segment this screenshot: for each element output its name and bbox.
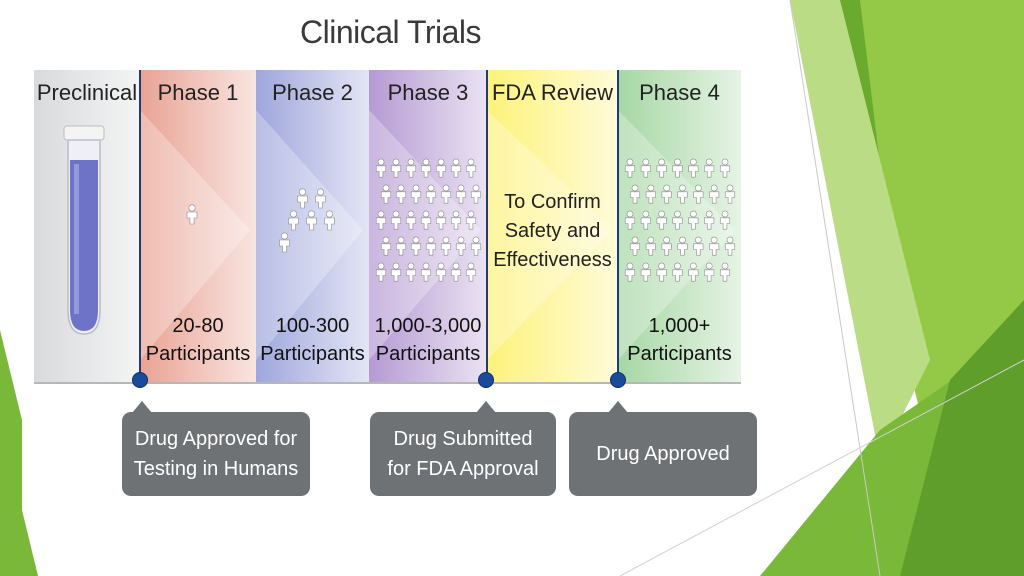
- test-tube-icon: [63, 125, 105, 335]
- participant-count: 1,000+ Participants: [627, 315, 732, 365]
- divider-line-3: [617, 70, 619, 382]
- participants-icon: [279, 188, 335, 253]
- stage-chevron: [487, 110, 612, 360]
- stage-label: Phase 4: [639, 80, 720, 105]
- stage-preclinical: Preclinical: [34, 70, 140, 382]
- milestone-label: Drug Approved: [596, 443, 730, 465]
- milestone-marker-2: [478, 372, 494, 388]
- divider-line-1: [139, 70, 141, 382]
- stage-chevron: [140, 110, 250, 360]
- decor-line-2: [619, 359, 1024, 576]
- fda-review-description: To Confirm Safety and Effectiveness: [493, 191, 612, 271]
- stages-row: Preclinical Phase 1 20-80 Participants P…: [34, 70, 741, 384]
- milestone-label: Drug Approved for Testing in Humans: [133, 428, 299, 480]
- stage-chevron: [256, 110, 363, 360]
- milestone-drug-approved-for-testing: Drug Approved for Testing in Humans: [122, 401, 310, 496]
- green-shape-bottom-dark: [900, 300, 1024, 576]
- stage-label: Preclinical: [36, 80, 138, 105]
- green-shape-right-pale: [790, 0, 930, 460]
- milestone-drug-approved: Drug Approved: [569, 401, 757, 496]
- stage-phase-1: Phase 1 20-80 Participants: [140, 70, 256, 382]
- stage-phase-4: Phase 4 1,000+ Participants: [618, 70, 741, 382]
- participant-count: 20-80 Participants: [145, 315, 251, 365]
- stage-label: FDA Review: [491, 80, 614, 105]
- participant-count: 1,000-3,000 Participants: [374, 315, 482, 365]
- participants-icon: [186, 204, 198, 225]
- participants-icon: [375, 158, 482, 282]
- stage-phase-2: Phase 2 100-300 Participants: [256, 70, 369, 382]
- stage-label: Phase 1: [157, 80, 239, 105]
- green-shape-left: [0, 330, 38, 576]
- milestone-marker-1: [132, 372, 148, 388]
- stage-fda-review: FDA Review To Confirm Safety and Effecti…: [487, 70, 618, 382]
- decor-line-1: [789, 0, 881, 576]
- milestone-label: Drug Submitted for FDA Approval: [387, 428, 539, 480]
- participants-icon: [624, 158, 736, 282]
- page-title: Clinical Trials: [300, 14, 481, 50]
- divider-line-2: [486, 70, 488, 382]
- milestone-drug-submitted: Drug Submitted for FDA Approval: [370, 401, 556, 496]
- stage-label: Phase 2: [272, 80, 353, 105]
- stage-label: Phase 3: [387, 80, 469, 105]
- stage-phase-3: Phase 3 1,000-3,000 Participants: [369, 70, 487, 382]
- participant-count: 100-300 Participants: [260, 315, 365, 365]
- milestone-marker-3: [610, 372, 626, 388]
